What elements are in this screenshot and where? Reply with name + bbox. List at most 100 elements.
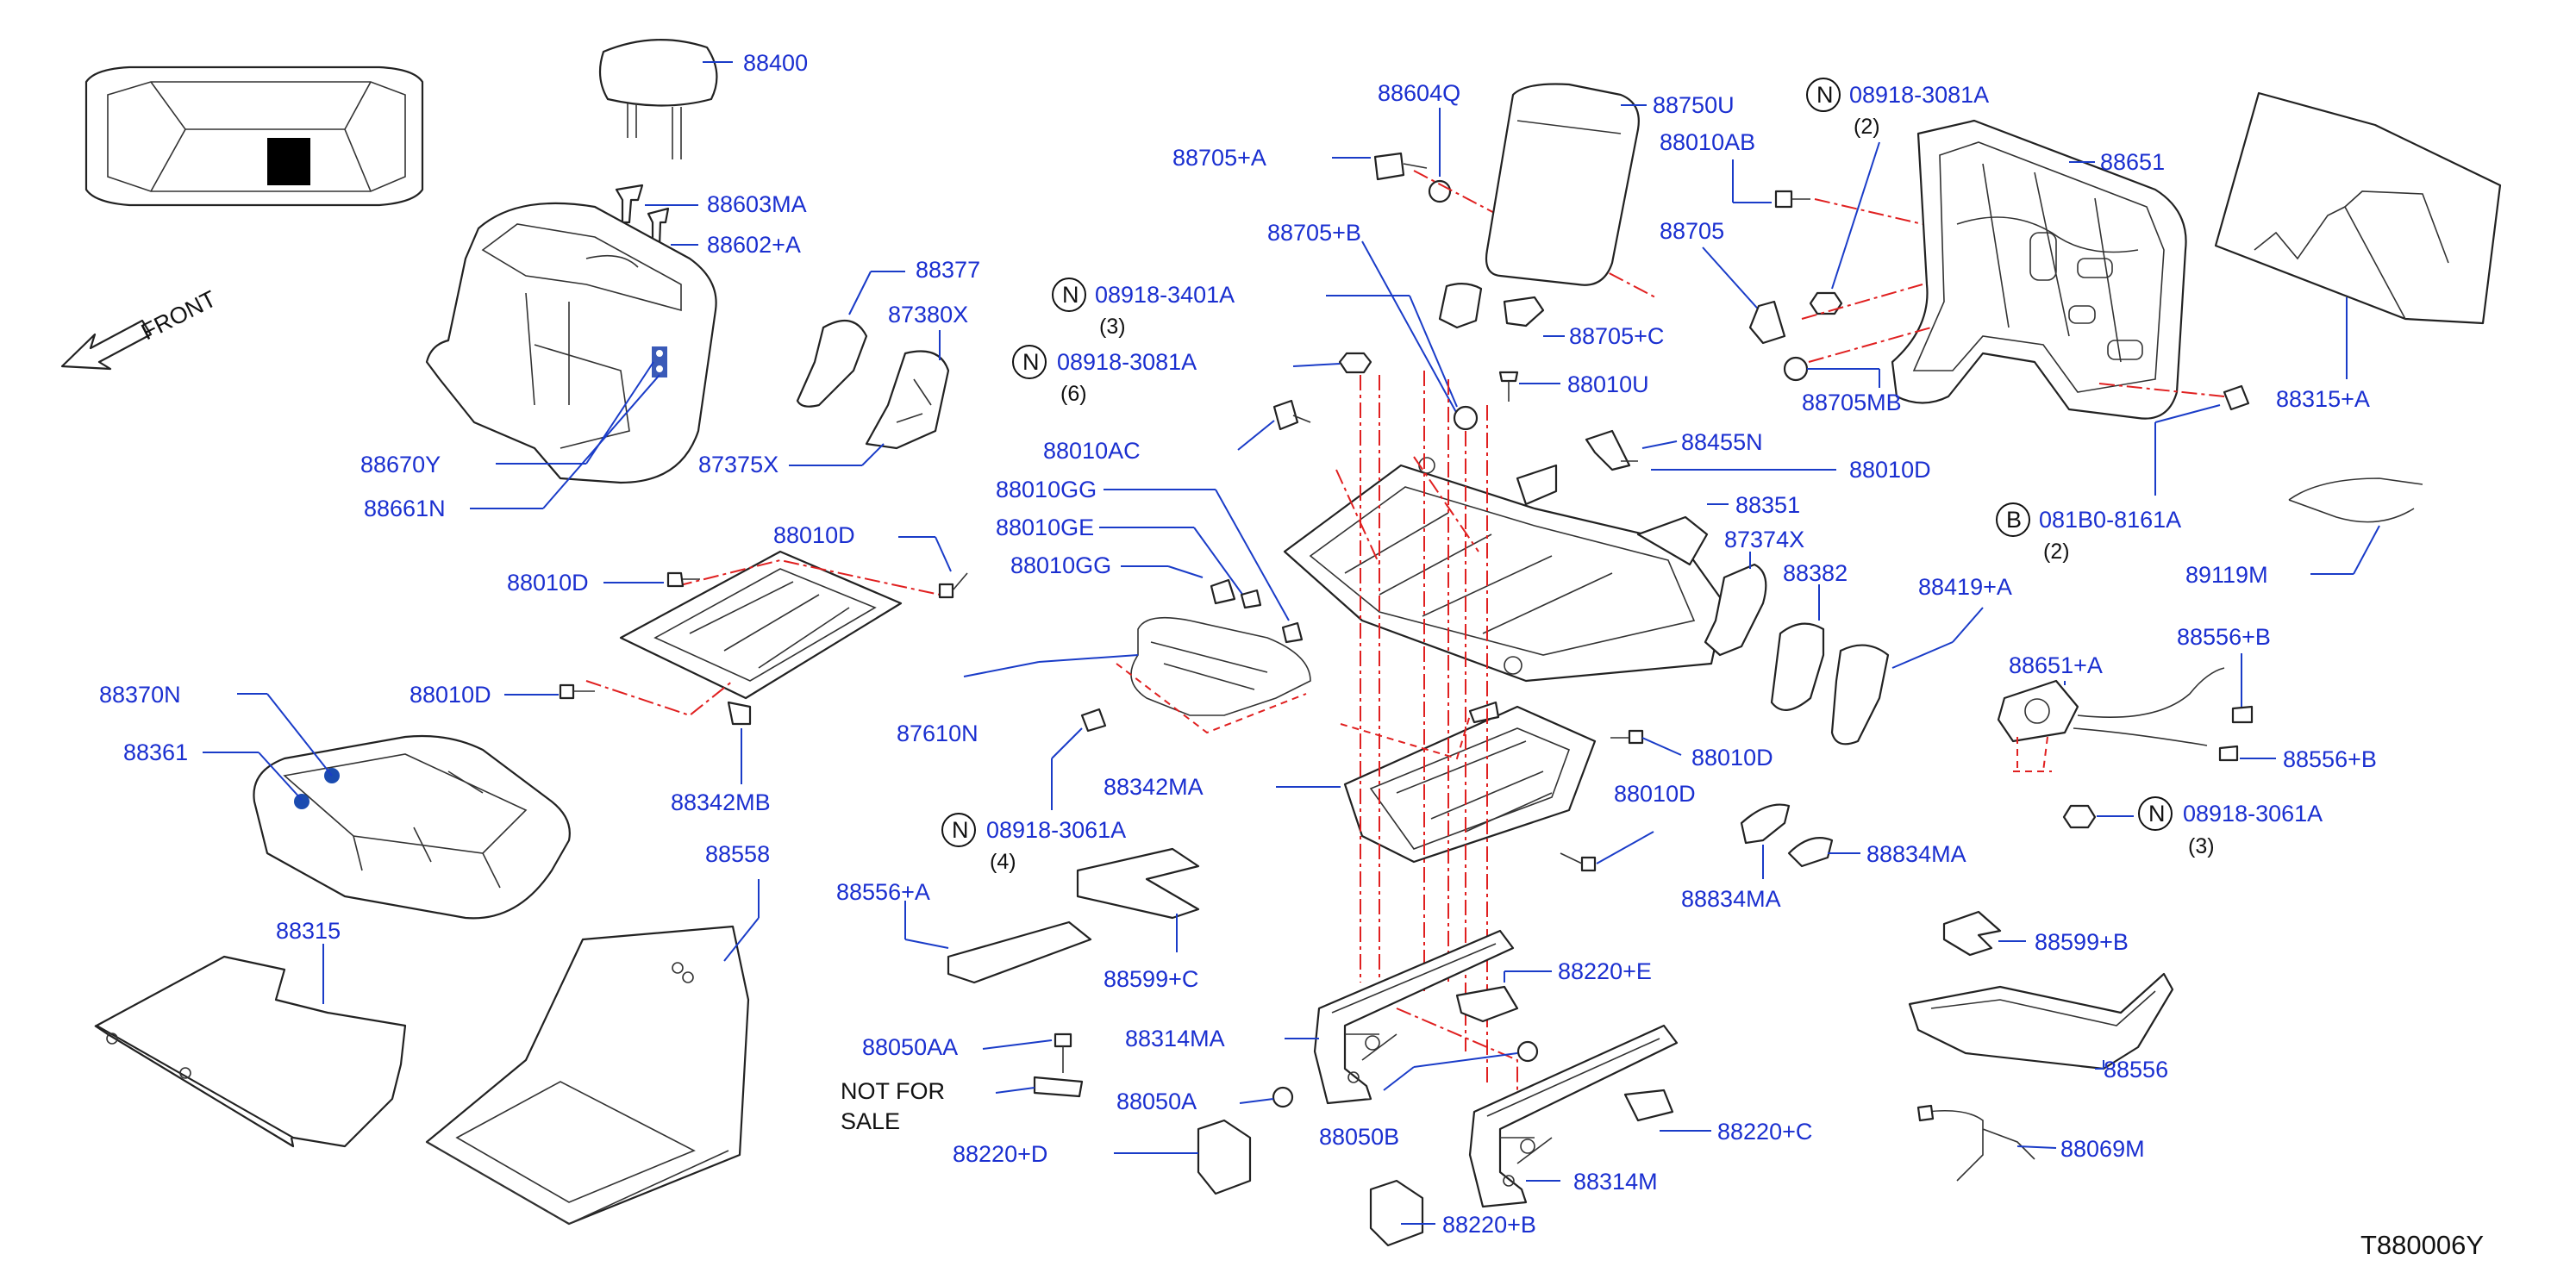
not-for-sale-line1: NOT FOR [841, 1078, 945, 1104]
callout-n-3061a-4-code: 08918-3061A [986, 817, 1126, 843]
callout-n-3061a-3-qty: (3) [2188, 834, 2215, 858]
label-88010D-a: 88010D [773, 522, 855, 548]
seatback-cover-parts [796, 319, 950, 450]
label-88556: 88556 [2104, 1057, 2168, 1082]
cover-88834ma-b [1787, 837, 1834, 868]
bushing-88705mb [1783, 356, 1809, 382]
cover-88834ma-a [1740, 803, 1791, 845]
cover-88705c [1503, 296, 1545, 328]
label-88315: 88315 [276, 918, 341, 944]
callout-n-3061a-4-icon [941, 813, 976, 847]
connector-88069m [1916, 1104, 1935, 1122]
label-88602A: 88602+A [707, 232, 801, 258]
headrest-guide-parts [615, 184, 670, 247]
clip-88010gg-a [1210, 578, 1236, 605]
label-88558: 88558 [705, 841, 770, 867]
label-88599C: 88599+C [1104, 966, 1198, 992]
bracket-88050aa [1033, 1076, 1084, 1098]
bolt-88705a [1373, 152, 1405, 181]
label-88220B: 88220+B [1442, 1212, 1536, 1238]
back-board-88315a-part [2214, 91, 2502, 325]
label-88342MA: 88342MA [1104, 774, 1204, 800]
label-88651A: 88651+A [2009, 652, 2103, 678]
callout-n-3061a-3-code: 08918-3061A [2183, 801, 2323, 827]
label-88705: 88705 [1660, 218, 1724, 244]
bushing-88705b [1453, 405, 1479, 431]
label-88382: 88382 [1783, 560, 1848, 586]
bolt-81b0 [2223, 384, 2250, 411]
nut-88050a [1272, 1086, 1294, 1108]
seat-rail-88314m-part [1468, 1024, 1679, 1208]
vehicle-locator [84, 66, 424, 207]
cable-87610n-part [1080, 616, 1311, 733]
label-88599B: 88599+B [2035, 929, 2129, 955]
diagram-id: T880006Y [2360, 1230, 2484, 1260]
callout-b-8161a-code: 081B0-8161A [2039, 507, 2181, 533]
callout-n-3401a-letter: N [1062, 282, 1079, 308]
callout-n-3061a-3-letter: N [2148, 801, 2166, 827]
seat-rail-88314ma-part [1313, 929, 1515, 1105]
label-87610N: 87610N [897, 721, 979, 746]
seatback-pad-88750u-part [1485, 83, 1640, 286]
callout-n-3081a-2-qty: (2) [1854, 115, 1880, 139]
label-88220C: 88220+C [1717, 1119, 1812, 1145]
nut-88050b [1516, 1040, 1539, 1063]
callout-n-3061a-3-icon [2138, 796, 2173, 831]
label-88050B: 88050B [1319, 1124, 1399, 1150]
label-88010D-d: 88010D [1691, 745, 1773, 771]
label-88750U: 88750U [1653, 92, 1735, 118]
cover-88220b [1369, 1179, 1424, 1247]
seat-location-marker [267, 138, 310, 185]
callout-b-8161a-qty: (2) [2043, 540, 2070, 564]
pad-88599c [1076, 847, 1200, 920]
front-arrow-icon [60, 319, 153, 371]
callout-n-3401a-qty: (3) [1099, 315, 1126, 339]
wire-88069m [1926, 1109, 2035, 1182]
seat-cushion-part [253, 734, 571, 920]
callout-n-3081a-6-letter: N [1022, 349, 1040, 375]
seat-back-trim-part [425, 202, 717, 484]
seat-frame-88351-part [1283, 457, 1726, 683]
label-88361: 88361 [123, 739, 188, 765]
label-88010AB: 88010AB [1660, 129, 1755, 155]
callout-n-3061a-4-letter: N [952, 817, 969, 843]
label-88370N: 88370N [99, 682, 181, 708]
clip-88010ge [1240, 589, 1262, 609]
label-88377: 88377 [916, 257, 980, 283]
callout-n-3081a-2-letter: N [1816, 82, 1834, 108]
bolt-88010d-e [1580, 856, 1597, 872]
label-88834MA-b: 88834MA [1866, 841, 1966, 867]
label-88651: 88651 [2100, 149, 2165, 175]
label-88010D-c: 88010D [410, 682, 491, 708]
callout-b-8161a-icon [1996, 502, 2030, 537]
label-88010GG-a: 88010GG [996, 477, 1097, 502]
label-88010D-e: 88010D [1614, 781, 1696, 807]
label-88314MA: 88314MA [1125, 1026, 1225, 1051]
nut-3061a-3 [2062, 804, 2097, 829]
bolt-88010d-d [1628, 729, 1644, 745]
label-88010AC: 88010AC [1043, 438, 1141, 464]
callout-n-3081a-6-qty: (6) [1060, 382, 1087, 406]
callout-n-3081a-6-icon [1012, 345, 1047, 379]
motor-88651a-part [1997, 667, 2225, 746]
nut-3081a [1338, 352, 1372, 374]
callout-n-3061a-4-qty: (4) [990, 850, 1016, 874]
connector-88556b-a [2231, 705, 2254, 724]
label-87375X: 87375X [698, 452, 778, 477]
callout-n-3081a-2-code: 08918-3081A [1849, 82, 1989, 108]
seatback-frame-88651-part [1891, 119, 2187, 420]
callout-b-8161a-letter: B [2006, 507, 2022, 533]
cover-88220e [1455, 985, 1519, 1023]
label-87380X: 87380X [888, 302, 968, 328]
label-88455N: 88455N [1681, 429, 1763, 455]
label-88220E: 88220+E [1558, 958, 1652, 984]
label-88603MA: 88603MA [707, 191, 807, 217]
label-88670Y: 88670Y [360, 452, 441, 477]
label-88705B: 88705+B [1267, 220, 1361, 246]
pad-88599b [1942, 910, 2002, 957]
front-label: FRONT [137, 285, 220, 345]
label-87374X: 87374X [1724, 527, 1804, 552]
label-88010GG-b: 88010GG [1010, 552, 1111, 578]
label-88400: 88400 [743, 50, 808, 76]
